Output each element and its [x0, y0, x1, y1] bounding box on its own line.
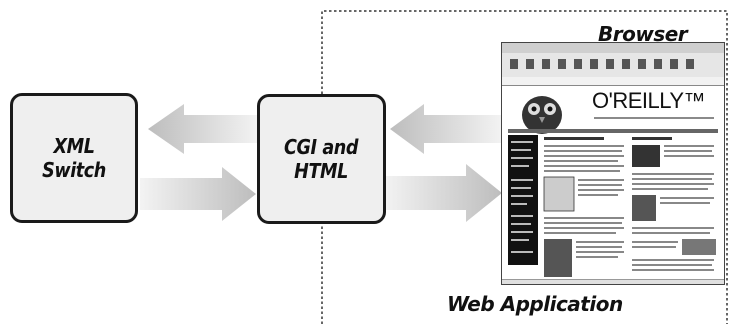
arrow-xml-switch-to-cgi	[140, 167, 256, 221]
toolbar-icons	[510, 59, 694, 69]
sidebar-lines	[511, 141, 533, 253]
arrow-cgi-to-xml-switch	[148, 104, 258, 154]
cgi-html-node: CGI and HTML	[257, 94, 386, 224]
browser-address-bar	[502, 77, 724, 86]
cgi-html-label: CGI and HTML	[284, 135, 359, 183]
xml-switch-node: XML Switch	[10, 93, 138, 223]
page-content-columns	[543, 137, 716, 277]
owl-logo-icon	[522, 96, 562, 134]
arrow-cgi-to-browser	[384, 164, 502, 222]
web-application-caption: Web Application	[447, 292, 623, 316]
nav-strip	[508, 129, 718, 133]
site-sidebar	[508, 135, 538, 265]
xml-switch-label: XML Switch	[42, 134, 106, 182]
oreilly-brand-text: O'REILLY™	[592, 88, 706, 113]
browser-toolbar	[502, 53, 724, 78]
browser-status-bar	[502, 279, 724, 284]
tagline-line	[594, 117, 714, 119]
browser-window-thumbnail: O'REILLY™	[501, 42, 725, 285]
arrow-browser-to-cgi	[390, 104, 502, 154]
